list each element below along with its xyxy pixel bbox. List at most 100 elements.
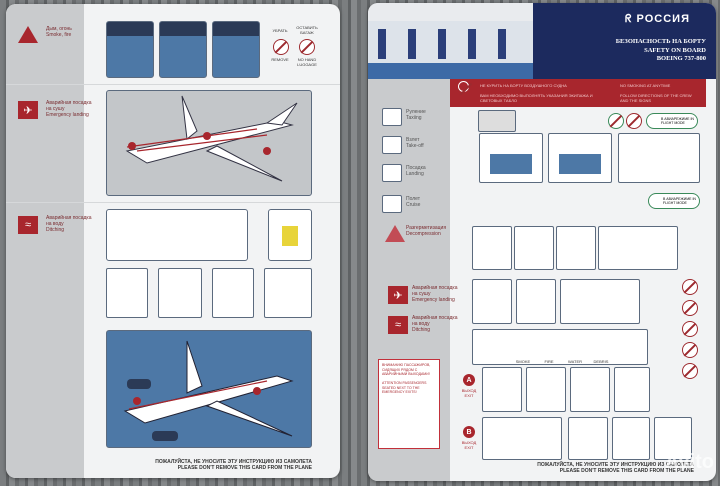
watermark: Avito <box>664 451 714 473</box>
exit-b-step-3 <box>612 417 650 460</box>
flight-mode-badge: В АВИАРЕЖИМЕ IN FLIGHT MODE <box>646 113 698 129</box>
airplane-on-water-illustration <box>123 340 294 441</box>
child-vest-illustration <box>106 268 148 318</box>
exit-b-marker: B <box>463 426 475 438</box>
no-hand-luggage-icon <box>299 39 315 55</box>
header-banner: ᖇ РОССИЯ БЕЗОПАСНОСТЬ НА БОРТУ SAFETY ON… <box>533 3 716 79</box>
ditching-icon: ≈ <box>18 216 38 234</box>
no-smoking-icon <box>458 81 469 92</box>
life-raft <box>127 379 151 389</box>
flight-mode-badge-cruise: В АВИАРЕЖИМЕ IN FLIGHT MODE <box>648 193 700 209</box>
infant-vest-illustration <box>158 268 202 318</box>
airplane-illustration <box>125 95 298 182</box>
cabin-passengers-illustration <box>368 3 533 79</box>
emergency-landing-icon: ✈ <box>18 101 38 119</box>
check-water: WATER <box>568 359 582 364</box>
follow-crew-ru: ВАМ НЕОБХОДИМО ВЫПОЛНЯТЬ УКАЗАНИЯ ЭКИПАЖ… <box>480 93 593 103</box>
no-heels-icon <box>682 279 698 295</box>
cruise-icon <box>382 195 402 213</box>
taxiing-icon <box>382 108 402 126</box>
no-luggage-label-ru: ОСТАВИТЬ БАГАЖ <box>296 25 318 35</box>
exit-b-marker <box>203 132 211 140</box>
no-laptop-icon <box>626 113 642 129</box>
airline-logo: ᖇ РОССИЯ <box>624 13 690 25</box>
oxygen-mask-step-3 <box>556 226 596 270</box>
aircraft-type: BOEING 737-800 <box>656 55 706 62</box>
exit-a-marker <box>263 147 271 155</box>
no-glasses-icon <box>682 342 698 358</box>
check-smoke: SMOKE <box>515 359 531 364</box>
title-en: SAFETY ON BOARD <box>644 46 706 54</box>
exit-b-label: ВЫХОД EXIT <box>461 440 477 450</box>
exit-b-step-1 <box>482 417 562 460</box>
vest-tube-illustration <box>212 268 254 318</box>
exit-a-step-4 <box>614 367 650 412</box>
no-smoking-ru: НЕ КУРИТЬ НА БОРТУ ВОЗДУШНОГО СУДНА <box>480 83 567 88</box>
brace-position-3 <box>560 279 640 324</box>
landing-icon <box>382 164 402 182</box>
exit-a-step-2 <box>526 367 566 412</box>
safety-card-front: ᖇ РОССИЯ БЕЗОПАСНОСТЬ НА БОРТУ SAFETY ON… <box>368 3 716 481</box>
brace-position-2 <box>516 279 556 324</box>
title-ru: БЕЗОПАСНОСТЬ НА БОРТУ <box>615 38 706 45</box>
remove-label-ru: УБРАТЬ <box>272 28 288 33</box>
smoke-crawl-exit-illustration <box>212 21 260 78</box>
takeoff-icon <box>382 136 402 154</box>
ditching-icon: ≈ <box>388 316 408 334</box>
devices-stowage-icon <box>478 110 516 132</box>
remove-shoes-icon <box>273 39 289 55</box>
oxygen-mask-step-4 <box>598 226 678 270</box>
exit-b-step-4 <box>654 417 692 460</box>
ditching-evacuation-diagram <box>106 330 312 448</box>
life-vest-inflate-illustration <box>268 209 312 261</box>
tray-stowed-illustration <box>548 133 612 183</box>
oxygen-mask-step-2 <box>514 226 554 270</box>
overhead-bin-illustration <box>618 133 700 183</box>
fire-warning-icon <box>18 26 38 43</box>
footer-notice: ПОЖАЛУЙСТА, НЕ УНОСИТЕ ЭТУ ИНСТРУКЦИЮ ИЗ… <box>537 462 694 474</box>
life-vest-donning-illustration <box>106 209 248 261</box>
exit-a-step-1 <box>482 367 522 412</box>
card-sidebar <box>6 4 84 478</box>
remove-label-en: REMOVE <box>271 57 289 62</box>
exit-b-step-2 <box>568 417 608 460</box>
vest-water-illustration <box>264 268 312 318</box>
emergency-landing-evacuation-diagram <box>106 90 312 196</box>
rules-banner: НЕ КУРИТЬ НА БОРТУ ВОЗДУШНОГО СУДНА NO S… <box>450 79 706 107</box>
exit-row-warning-box: ВНИМАНИЮ ПАССАЖИРОВ, СИДЯЩИХ РЯДОМ С АВА… <box>378 359 440 449</box>
footer-notice: ПОЖАЛУЙСТА, НЕ УНОСИТЕ ЭТУ ИНСТРУКЦИЮ ИЗ… <box>155 459 312 471</box>
follow-crew-en: FOLLOW DIRECTIONS OF THE CREW AND THE SI… <box>620 93 692 103</box>
warning-ru: ВНИМАНИЮ ПАССАЖИРОВ, СИДЯЩИХ РЯДОМ С АВА… <box>382 363 431 376</box>
exit-a-marker: A <box>463 374 475 386</box>
seat-upright-illustration <box>479 133 543 183</box>
brace-position-1 <box>472 279 512 324</box>
exit-a-label: ВЫХОД EXIT <box>461 388 477 398</box>
smoke-crouch-illustration <box>106 21 154 78</box>
life-raft <box>152 431 178 441</box>
exit-a-marker <box>128 142 136 150</box>
divider <box>6 84 340 85</box>
no-luggage-icon <box>682 300 698 316</box>
check-debris: DEBRIS <box>593 359 609 364</box>
check-fire: FIRE <box>544 359 554 364</box>
oxygen-mask-step-1 <box>472 226 512 270</box>
no-smoking-en: NO SMOKING AT ANYTIME <box>620 83 671 88</box>
no-luggage-label-en: NO HAND LUGGAGE <box>297 57 317 67</box>
no-inflate-inside-icon <box>682 321 698 337</box>
emergency-landing-icon: ✈ <box>388 286 408 304</box>
decompression-icon <box>385 225 405 242</box>
smoke-cover-face-illustration <box>159 21 207 78</box>
window-check-strip: SMOKE FIRE WATER DEBRIS <box>472 329 648 365</box>
warning-en: ATTENTION PASSENGERS SEATED NEXT TO THE … <box>382 381 427 394</box>
